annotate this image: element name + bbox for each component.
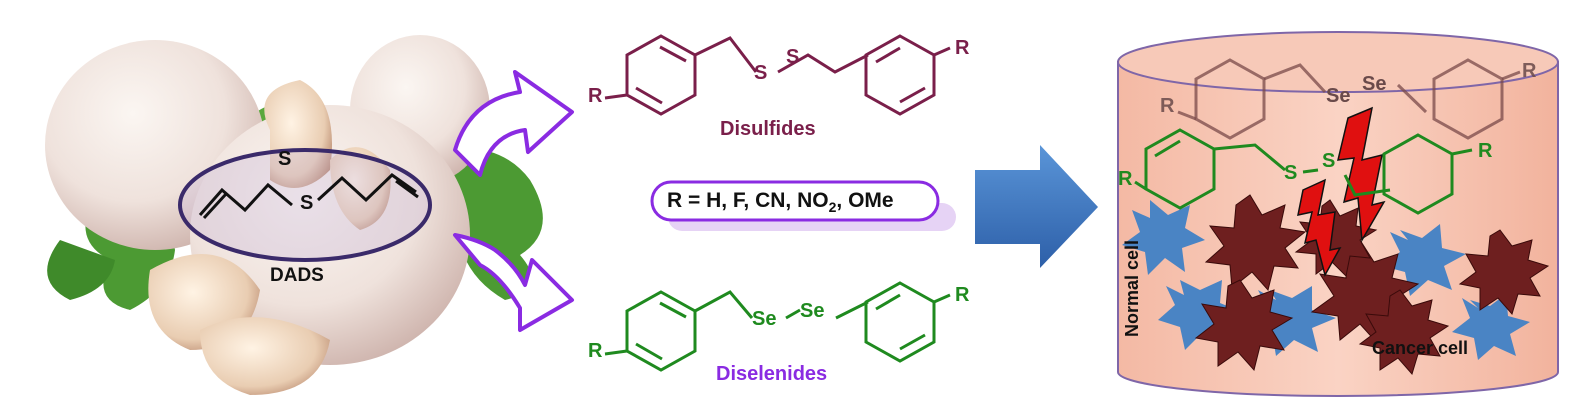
- cylinder-top-r-left: R: [1160, 95, 1175, 117]
- cancer-cell: [1358, 289, 1450, 376]
- diselenide-se-1: Se: [752, 308, 777, 330]
- cancer-cell-label: Cancer cell: [1372, 338, 1469, 358]
- cylinder-mid-r-right: R: [1478, 140, 1493, 162]
- cylinder-top-r-right: R: [1522, 60, 1537, 82]
- disulfide-structure: [604, 34, 951, 116]
- dads-double-bond-left: [202, 192, 228, 220]
- dads-bonds-left: [198, 182, 293, 216]
- disulfides-label: Disulfides: [720, 118, 816, 140]
- disulfide-s-1: S: [754, 62, 768, 84]
- cylinder-mid-s-1: S: [1284, 162, 1298, 184]
- cancer-cell: [1194, 279, 1294, 372]
- substituent-end: , OMe: [836, 189, 894, 212]
- blue-arrow: [975, 145, 1098, 268]
- cylinder-diselenide: [1177, 58, 1521, 140]
- garlic-clove-bottom: [200, 317, 330, 395]
- disulfide-ring-right: [864, 34, 936, 116]
- cylinder-top-se-1: Se: [1326, 85, 1351, 107]
- cancer-cells: [1194, 194, 1550, 376]
- substituent-text: R = H, F, CN, NO2, OMe: [667, 189, 894, 215]
- cylinder-top: [1117, 31, 1559, 93]
- garlic-clove-center: [330, 147, 391, 230]
- normal-cell-label: Normal cell: [1122, 239, 1143, 338]
- substituent-main: R = H, F, CN, NO: [667, 189, 829, 212]
- lightning-bolt: [1297, 178, 1342, 278]
- normal-cell: [1122, 200, 1205, 275]
- dads-label: DADS: [270, 265, 324, 286]
- diselenide-r-left: R: [588, 340, 603, 362]
- purple-arrows: [453, 70, 574, 332]
- disulfide-r-right: R: [955, 37, 970, 59]
- cylinder-disulfide: [1134, 128, 1473, 215]
- dads-highlight: [180, 150, 430, 260]
- dads-double-bond-right: [395, 179, 419, 199]
- garlic-illustration: [45, 35, 543, 395]
- dads-bonds-right: [316, 173, 417, 203]
- diselenide-se-2: Se: [800, 300, 825, 322]
- cylinder-mid-r-left: R: [1118, 168, 1133, 190]
- normal-cell: [1382, 224, 1466, 296]
- disulfide-r-left: R: [588, 85, 603, 107]
- cylinder-mid-s-2: S: [1322, 150, 1336, 172]
- dads-sulfur-1: S: [278, 148, 292, 170]
- cancer-cell: [1294, 199, 1378, 278]
- substituent-pill: [650, 180, 940, 222]
- substituent-subscript: 2: [828, 199, 837, 216]
- dads-sulfur-2: S: [300, 192, 314, 214]
- normal-cell: [1452, 294, 1530, 360]
- cancer-cell: [1204, 194, 1307, 292]
- substituent-box: [650, 180, 956, 231]
- diselenides-label: Diselenides: [716, 363, 828, 385]
- cylinder-top-se-2: Se: [1362, 73, 1387, 95]
- lightning-bolt: [1337, 106, 1386, 243]
- garlic-clove-top: [264, 80, 332, 188]
- cell-cylinder: [1117, 31, 1559, 397]
- cancer-cell: [1458, 229, 1550, 316]
- disulfide-s-2: S: [786, 46, 800, 68]
- purple-arrow-down: [453, 233, 574, 332]
- diselenide-ring-right: [864, 281, 936, 363]
- purple-arrow-up: [453, 70, 574, 177]
- diselenide-r-right: R: [955, 284, 970, 306]
- dads-ring: [178, 148, 432, 262]
- diselenide-structure: [604, 281, 951, 372]
- lightning-bolts: [1297, 106, 1386, 278]
